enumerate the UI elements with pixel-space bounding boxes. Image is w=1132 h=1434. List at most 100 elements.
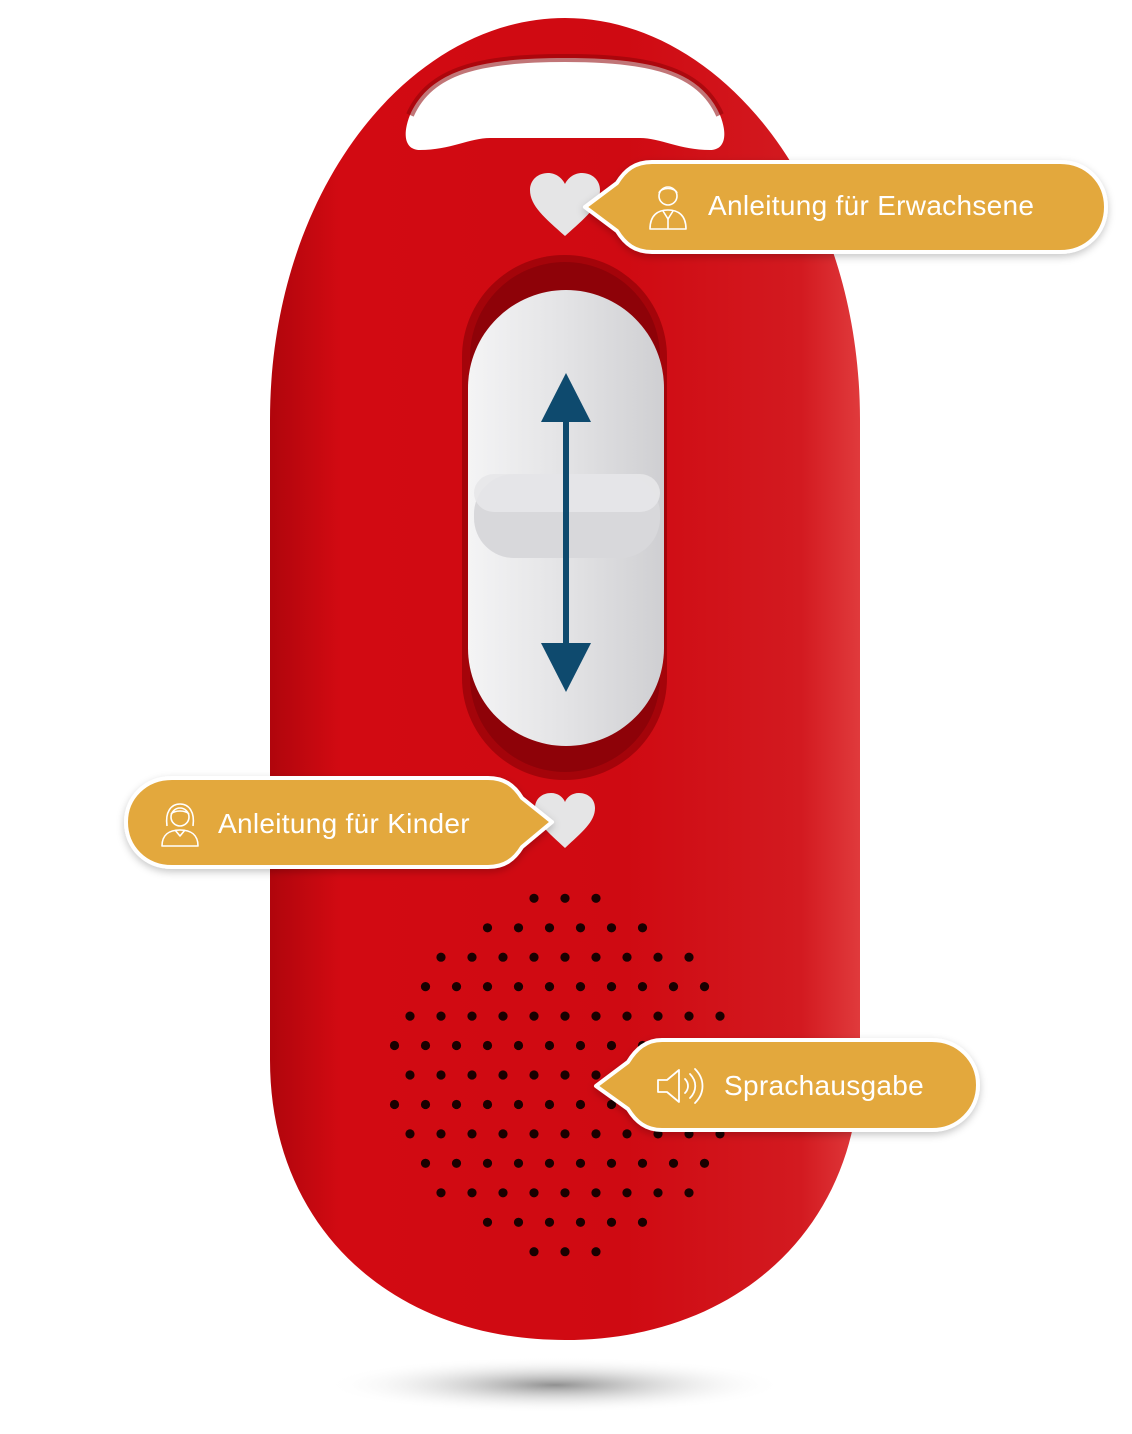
grille-hole: [467, 1070, 477, 1080]
grille-hole: [405, 1070, 415, 1080]
grille-hole: [591, 1129, 601, 1139]
grille-hole: [482, 982, 493, 992]
speaker-icon: [652, 1066, 708, 1106]
grille-hole: [405, 1011, 415, 1021]
grille-hole: [498, 1188, 508, 1198]
grille-hole: [591, 1247, 601, 1257]
grille-hole: [513, 982, 524, 992]
callout-adults-bubble: [583, 160, 1108, 254]
grille-hole: [529, 1247, 539, 1257]
grille-hole: [451, 982, 462, 992]
grille-hole: [560, 952, 570, 962]
grille-hole: [653, 952, 663, 962]
grille-hole: [591, 1070, 601, 1080]
adult-person-icon: [640, 181, 696, 231]
grille-hole: [622, 952, 632, 962]
grille-hole: [684, 1011, 694, 1021]
grille-hole: [606, 982, 617, 992]
grille-hole: [513, 1099, 524, 1110]
grille-hole: [560, 1188, 570, 1198]
grille-hole: [513, 1158, 524, 1168]
grille-hole: [653, 1188, 663, 1198]
heart-icon: [530, 173, 600, 236]
grille-hole: [436, 1070, 446, 1080]
grille-hole: [467, 1011, 477, 1021]
grille-hole: [560, 1129, 570, 1139]
grille-hole: [715, 1011, 725, 1021]
grille-hole: [606, 923, 617, 933]
grille-hole: [420, 1158, 431, 1168]
callout-children-bubble: [124, 776, 554, 869]
grille-hole: [637, 1158, 648, 1168]
grille-hole: [498, 1129, 508, 1139]
grille-hole: [622, 1011, 632, 1021]
grille-hole: [529, 1070, 539, 1080]
grille-hole: [529, 1129, 539, 1139]
grille-hole: [467, 1129, 477, 1139]
grille-hole: [482, 1040, 493, 1051]
grille-hole: [389, 1099, 400, 1110]
grille-hole: [560, 1070, 570, 1080]
grille-hole: [529, 1188, 539, 1198]
grille-hole: [436, 1188, 446, 1198]
callout-children-label: Anleitung für Kinder: [218, 808, 470, 839]
grille-hole: [544, 982, 555, 992]
grille-hole: [684, 952, 694, 962]
grille-hole: [606, 1040, 617, 1051]
callout-voice-bubble: [594, 1038, 980, 1132]
grille-hole: [513, 1217, 524, 1227]
grille-hole: [560, 1247, 570, 1257]
grille-hole: [451, 1040, 462, 1051]
grille-hole: [591, 1011, 601, 1021]
grille-hole: [436, 1129, 446, 1139]
floor-shadow: [325, 1357, 785, 1413]
grille-hole: [637, 1217, 648, 1227]
grille-hole: [544, 1099, 555, 1110]
grille-hole: [482, 1099, 493, 1110]
grille-hole: [591, 893, 601, 903]
grille-hole: [436, 952, 446, 962]
grille-hole: [420, 1040, 431, 1051]
callout-adults-label: Anleitung für Erwachsene: [708, 190, 1035, 221]
grille-hole: [467, 952, 477, 962]
callout-voice-label: Sprachausgabe: [724, 1070, 925, 1101]
grille-hole: [575, 1099, 586, 1110]
callout-children: Anleitung für Kinder: [154, 796, 470, 852]
grille-hole: [560, 1011, 570, 1021]
grille-hole: [513, 1040, 524, 1051]
double-arrow-icon: [541, 373, 591, 692]
grille-hole: [529, 1011, 539, 1021]
grille-hole: [699, 982, 710, 992]
grille-hole: [575, 1158, 586, 1168]
grille-hole: [591, 952, 601, 962]
grille-hole: [699, 1158, 710, 1168]
grille-hole: [389, 1040, 400, 1051]
child-person-icon: [154, 800, 206, 848]
grille-hole: [436, 1011, 446, 1021]
grille-hole: [513, 923, 524, 933]
grille-hole: [544, 1158, 555, 1168]
grille-hole: [560, 893, 570, 903]
grille-hole: [637, 923, 648, 933]
heart-icon: [535, 793, 595, 848]
grille-hole: [622, 1129, 632, 1139]
grille-hole: [420, 1099, 431, 1110]
callout-voice: Sprachausgabe: [652, 1058, 924, 1114]
grille-hole: [575, 982, 586, 992]
loop-hole-rim: [406, 53, 724, 117]
grille-hole: [498, 1070, 508, 1080]
grille-hole: [420, 982, 431, 992]
grille-hole: [544, 1040, 555, 1051]
grille-hole: [575, 1040, 586, 1051]
grille-hole: [467, 1188, 477, 1198]
grille-hole: [684, 1188, 694, 1198]
grille-hole: [606, 1217, 617, 1227]
grille-hole: [544, 923, 555, 933]
grille-hole: [653, 1011, 663, 1021]
grille-hole: [498, 1011, 508, 1021]
grille-hole: [405, 1129, 415, 1139]
grille-hole: [606, 1099, 617, 1110]
grille-hole: [591, 1188, 601, 1198]
grille-hole: [668, 982, 679, 992]
grille-hole: [482, 1158, 493, 1168]
